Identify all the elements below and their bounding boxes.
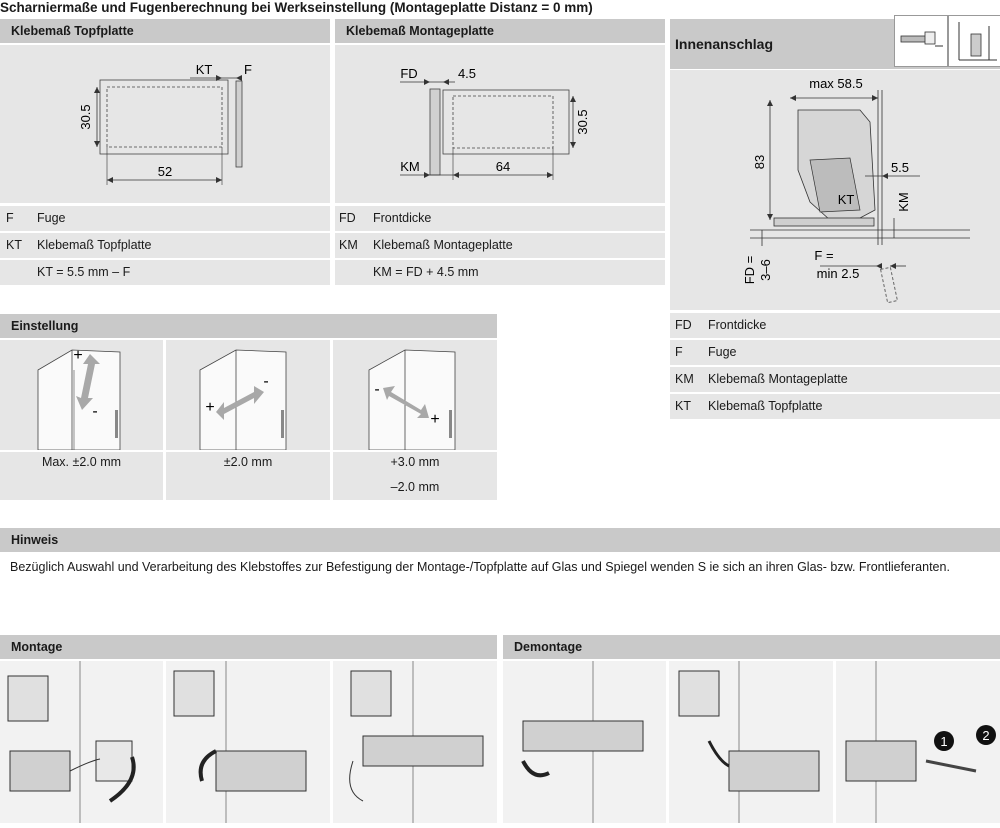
topfplatte-height-label: 30.5 [78, 104, 93, 129]
montage-step-2 [166, 661, 330, 823]
topfplatte-f-label: F [244, 62, 252, 77]
topfplatte-row-key: KT [6, 238, 22, 252]
montage-header: Montage [0, 635, 497, 659]
innenanschlag-row-value: Klebemaß Topfplatte [708, 399, 823, 413]
montageplatte-row-value: Frontdicke [373, 211, 432, 225]
einstellung-value: Max. ±2.0 mm [41, 455, 122, 469]
demontage-step-2 [669, 661, 833, 823]
inset-hinge-icon [894, 15, 948, 67]
topfplatte-row-value: KT = 5.5 mm – F [37, 265, 131, 279]
demontage-step-1-badge: 1 [940, 734, 947, 749]
innenanschlag-f-label: F = [814, 248, 833, 263]
innenanschlag-fd-label: FD = [742, 256, 757, 285]
innenanschlag-row-key: FD [675, 318, 692, 332]
innenanschlag-fd-range: 3–6 [758, 259, 773, 281]
einstellung-illustration-vertical: + - [0, 340, 163, 451]
montage-step-1 [0, 661, 163, 823]
montageplatte-row-key: KM [339, 238, 358, 252]
innenanschlag-row: FD Frontdicke [670, 313, 1000, 338]
einstellung-minus: - [263, 373, 268, 390]
montageplatte-row-key: FD [339, 211, 356, 225]
topfplatte-row-value: Klebemaß Topfplatte [37, 238, 152, 252]
einstellung-plus: + [73, 347, 82, 364]
innenanschlag-row: F Fuge [670, 340, 1000, 365]
montageplatte-row-value: Klebemaß Montageplatte [373, 238, 513, 252]
innenanschlag-row: KM Klebemaß Montageplatte [670, 367, 1000, 392]
topfplatte-header: Klebemaß Topfplatte [0, 19, 330, 43]
innenanschlag-fmin-label: min 2.5 [817, 266, 860, 281]
einstellung-plus: + [430, 411, 439, 428]
demontage-step-3: 1 2 [836, 661, 1000, 823]
einstellung-plus: + [205, 399, 214, 416]
montageplatte-offset-label: 4.5 [458, 66, 476, 81]
montageplatte-row: KM = FD + 4.5 mm [335, 260, 665, 285]
innenanschlag-row-key: KT [675, 399, 691, 413]
montage-step-3 [333, 661, 497, 823]
einstellung-illustration-side: + - [166, 340, 330, 451]
innenanschlag-height-label: 83 [752, 155, 767, 169]
montageplatte-header: Klebemaß Montageplatte [335, 19, 665, 43]
einstellung-header: Einstellung [0, 314, 497, 338]
innenanschlag-km-label: KM [896, 192, 911, 212]
innenanschlag-diagram: max 58.5 83 5.5 KT KM FD = 3–6 F = min 2… [670, 70, 1000, 310]
innenanschlag-header: Innenanschlag [670, 15, 1000, 69]
montageplatte-width-label: 64 [496, 159, 510, 174]
topfplatte-diagram: 30.5 52 KT F [0, 45, 330, 203]
montageplatte-fd-label: FD [400, 66, 417, 81]
topfplatte-row: F Fuge [0, 206, 330, 231]
demontage-step-1 [503, 661, 666, 823]
einstellung-minus: - [374, 381, 379, 398]
demontage-step-2-badge: 2 [982, 728, 989, 743]
einstellung-value: –2.0 mm [390, 480, 440, 494]
hinweis-text: Bezüglich Auswahl und Verarbeitung des K… [10, 560, 950, 574]
montageplatte-km-label: KM [400, 159, 420, 174]
montageplatte-row: KM Klebemaß Montageplatte [335, 233, 665, 258]
topfplatte-row-value: Fuge [37, 211, 66, 225]
einstellung-illustration-depth: - + [333, 340, 497, 451]
demontage-header: Demontage [503, 635, 1000, 659]
topfplatte-width-label: 52 [158, 164, 172, 179]
topfplatte-row: KT Klebemaß Topfplatte [0, 233, 330, 258]
topfplatte-row: KT = 5.5 mm – F [0, 260, 330, 285]
einstellung-minus: - [92, 403, 97, 420]
innenanschlag-row-value: Fuge [708, 345, 737, 359]
innenanschlag-title: Innenanschlag [675, 36, 774, 52]
einstellung-value-cell: ±2.0 mm [166, 452, 330, 500]
einstellung-value: +3.0 mm [390, 455, 440, 469]
einstellung-value-cell: +3.0 mm –2.0 mm [333, 452, 497, 500]
innenanschlag-row-key: F [675, 345, 683, 359]
montageplatte-row-value: KM = FD + 4.5 mm [373, 265, 479, 279]
innenanschlag-row-key: KM [675, 372, 694, 386]
montageplatte-height-label: 30.5 [575, 109, 590, 134]
montageplatte-diagram: FD 4.5 KM 64 30.5 [335, 45, 665, 203]
innenanschlag-row-value: Klebemaß Montageplatte [708, 372, 848, 386]
innenanschlag-row: KT Klebemaß Topfplatte [670, 394, 1000, 419]
topfplatte-kt-label: KT [196, 62, 213, 77]
einstellung-value-cell: Max. ±2.0 mm [0, 452, 163, 500]
innenanschlag-d55-label: 5.5 [891, 160, 909, 175]
innenanschlag-max-label: max 58.5 [809, 76, 862, 91]
hinweis-header: Hinweis [0, 528, 1000, 552]
montageplatte-row: FD Frontdicke [335, 206, 665, 231]
inset-cabinet-icon [948, 15, 1000, 67]
innenanschlag-row-value: Frontdicke [708, 318, 767, 332]
topfplatte-row-key: F [6, 211, 14, 225]
innenanschlag-kt-label: KT [838, 192, 855, 207]
einstellung-value: ±2.0 mm [223, 455, 273, 469]
page-title: Scharniermaße und Fugenberechnung bei We… [0, 0, 593, 15]
